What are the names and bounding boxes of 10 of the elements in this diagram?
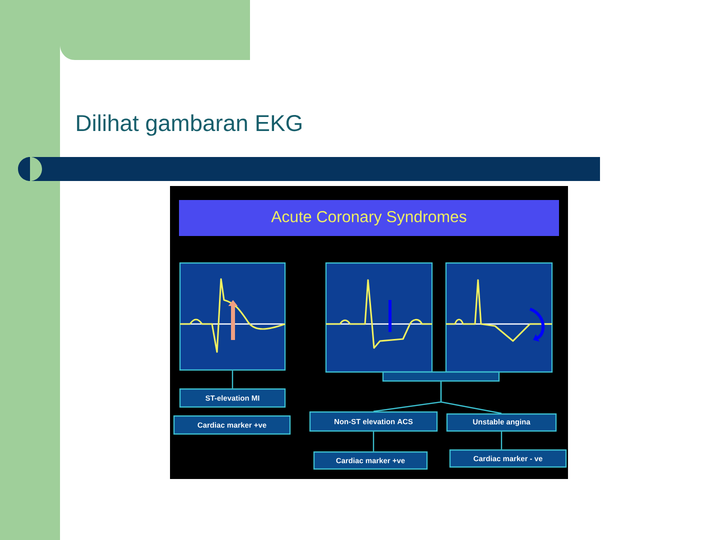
connector-line	[372, 432, 374, 452]
connector-line	[500, 432, 502, 450]
heading-box: Acute Coronary Syndromes	[179, 200, 559, 236]
connector-line	[232, 370, 234, 388]
ecg-drawing	[179, 262, 286, 371]
ecg-drawing	[325, 262, 433, 373]
bracket-bar	[382, 371, 500, 382]
ecg-drawing	[445, 262, 553, 373]
slide-title: Dilihat gambaran EKG	[77, 114, 302, 136]
connector-line	[440, 382, 502, 414]
